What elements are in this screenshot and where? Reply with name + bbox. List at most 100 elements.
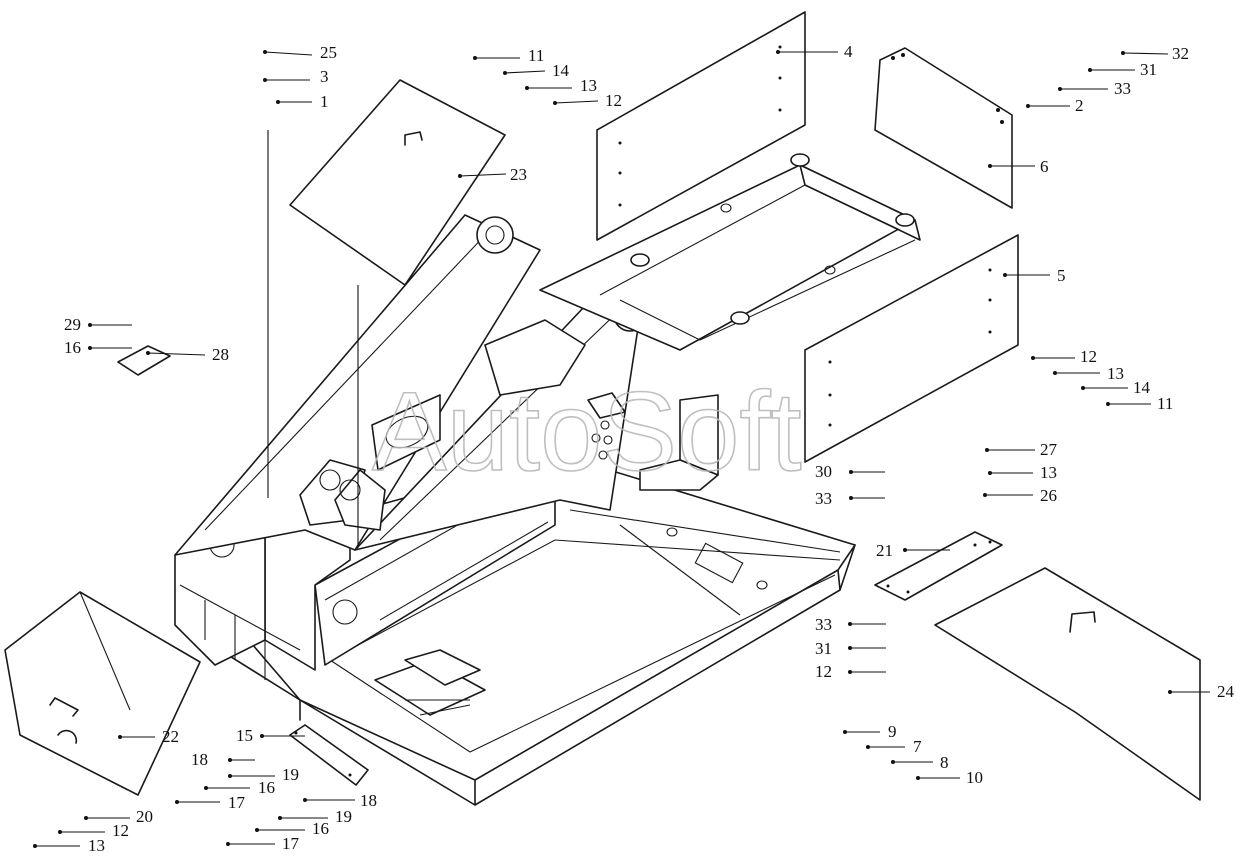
callout-label-13: 13 — [1107, 364, 1124, 383]
callout-label-33: 33 — [815, 615, 832, 634]
callout-label-2: 2 — [1075, 96, 1084, 115]
callout-label-15: 15 — [236, 726, 253, 745]
leader-line-12 — [554, 100, 599, 104]
rear-frame — [539, 153, 921, 351]
part-point-26 — [983, 493, 987, 497]
callout-label-11: 11 — [528, 46, 544, 65]
part-point-29 — [88, 323, 92, 327]
part-point-3 — [263, 78, 267, 82]
part-point-17 — [175, 800, 179, 804]
callout-label-33: 33 — [1114, 79, 1131, 98]
part-point-22 — [118, 735, 122, 739]
part-point-12 — [848, 670, 852, 674]
callout-label-31: 31 — [1140, 60, 1157, 79]
part-point-4 — [776, 50, 780, 54]
part-point-10 — [916, 776, 920, 780]
part-point-31 — [848, 646, 852, 650]
part-point-33 — [849, 496, 853, 500]
callout-label-27: 27 — [1040, 440, 1058, 459]
callout-label-12: 12 — [112, 821, 129, 840]
callout-label-3: 3 — [320, 67, 329, 86]
callout-label-29: 29 — [64, 315, 81, 334]
plate-21 — [874, 531, 1003, 601]
part-point-11 — [473, 56, 477, 60]
part-point-5 — [1003, 273, 1007, 277]
callout-label-12: 12 — [1080, 347, 1097, 366]
plate-15 — [289, 724, 369, 786]
callout-label-24: 24 — [1217, 682, 1235, 701]
callout-label-1: 1 — [320, 92, 329, 111]
callout-label-11: 11 — [1157, 394, 1173, 413]
callout-label-7: 7 — [913, 737, 922, 756]
callout-label-5: 5 — [1057, 266, 1066, 285]
callout-label-30: 30 — [815, 462, 832, 481]
part-point-18 — [228, 758, 232, 762]
callout-label-22: 22 — [162, 727, 179, 746]
callout-label-25: 25 — [320, 43, 337, 62]
part-point-2 — [1026, 104, 1030, 108]
callout-label-16: 16 — [312, 819, 329, 838]
part-point-9 — [843, 730, 847, 734]
side-panel-4 — [596, 11, 806, 241]
callout-label-17: 17 — [282, 834, 300, 853]
part-point-25 — [263, 50, 267, 54]
callout-label-18: 18 — [191, 750, 208, 769]
front-cover-22 — [4, 591, 201, 796]
part-point-27 — [985, 448, 989, 452]
callout-label-26: 26 — [1040, 486, 1057, 505]
part-point-12 — [1031, 356, 1035, 360]
part-point-19 — [228, 774, 232, 778]
callout-label-21: 21 — [876, 541, 893, 560]
part-point-12 — [553, 101, 557, 105]
part-point-13 — [33, 844, 37, 848]
part-point-23 — [458, 174, 462, 178]
callout-label-8: 8 — [940, 753, 949, 772]
callout-label-6: 6 — [1040, 157, 1049, 176]
part-point-16 — [204, 786, 208, 790]
right-cover-24 — [934, 567, 1201, 801]
callout-label-20: 20 — [136, 807, 153, 826]
part-point-16 — [255, 828, 259, 832]
part-point-12 — [58, 830, 62, 834]
part-point-7 — [866, 745, 870, 749]
part-point-8 — [891, 760, 895, 764]
part-point-21 — [903, 548, 907, 552]
part-point-18 — [303, 798, 307, 802]
part-point-30 — [849, 470, 853, 474]
leader-line-28 — [147, 352, 206, 356]
callout-label-32: 32 — [1172, 44, 1189, 63]
part-point-13 — [1053, 371, 1057, 375]
part-point-14 — [503, 71, 507, 75]
part-point-32 — [1121, 51, 1125, 55]
callout-label-13: 13 — [580, 76, 597, 95]
callout-label-19: 19 — [335, 807, 352, 826]
leader-line-14 — [504, 70, 546, 74]
part-point-24 — [1168, 690, 1172, 694]
leader-line-32 — [1122, 52, 1169, 55]
top-cover-23 — [289, 79, 506, 286]
callout-label-9: 9 — [888, 722, 897, 741]
callout-label-12: 12 — [605, 91, 622, 110]
callout-label-16: 16 — [64, 338, 81, 357]
part-point-33 — [1058, 87, 1062, 91]
corner-cover-6 — [874, 47, 1013, 209]
callout-label-28: 28 — [212, 345, 229, 364]
part-point-20 — [84, 816, 88, 820]
callout-label-17: 17 — [228, 793, 246, 812]
leader-line-25 — [264, 51, 313, 56]
part-point-19 — [278, 816, 282, 820]
side-panel-5 — [804, 234, 1019, 463]
part-point-31 — [1088, 68, 1092, 72]
part-point-28 — [146, 351, 150, 355]
callout-label-31: 31 — [815, 639, 832, 658]
part-point-13 — [525, 86, 529, 90]
part-point-16 — [88, 346, 92, 350]
part-point-1 — [276, 100, 280, 104]
part-point-6 — [988, 164, 992, 168]
callout-label-13: 13 — [1040, 463, 1057, 482]
callout-label-12: 12 — [815, 662, 832, 681]
part-point-15 — [260, 734, 264, 738]
